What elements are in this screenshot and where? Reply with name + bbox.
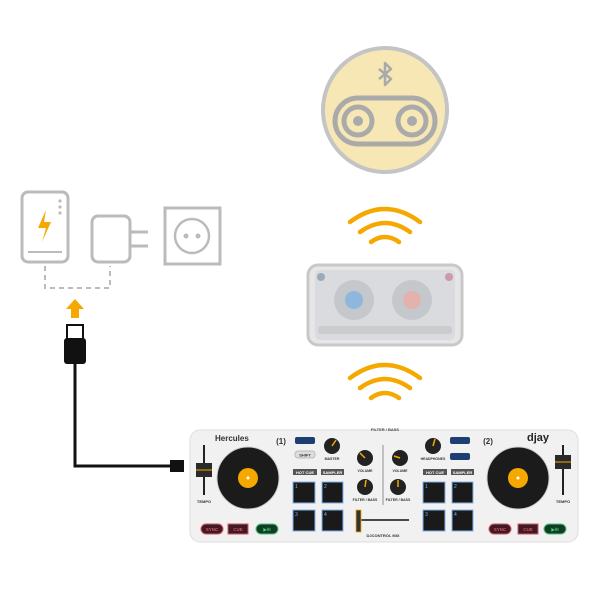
- sync-button-right[interactable]: [488, 523, 512, 535]
- pad-4[interactable]: [321, 509, 344, 532]
- tempo-slider-right[interactable]: [555, 445, 571, 495]
- bluetooth-speaker: [321, 46, 449, 174]
- pad-number: 4: [324, 512, 327, 518]
- volume-knob-left[interactable]: [357, 450, 373, 466]
- pad-number: 2: [454, 484, 457, 490]
- volume-label-right: VOLUME: [393, 469, 409, 473]
- filter-label-left: FILTER / BASS: [353, 498, 378, 502]
- crossfader[interactable]: [355, 509, 409, 533]
- pad-4[interactable]: [451, 509, 474, 532]
- jog-wheel-right[interactable]: [486, 446, 550, 510]
- pad-number: 3: [425, 512, 428, 518]
- sync-label: SYNC: [206, 527, 219, 532]
- hot-cue-label-right: HOT CUE: [426, 470, 444, 475]
- jog-wheel-left[interactable]: [216, 446, 280, 510]
- deck-2-label: (2): [483, 437, 493, 446]
- filter-label-right: FILTER / BASS: [386, 498, 411, 502]
- master-knob[interactable]: [324, 438, 340, 454]
- djay-logo: djay: [527, 432, 550, 444]
- crossfader-label: DJCONTROL MIX: [366, 533, 399, 538]
- cue-label: CUE: [523, 527, 533, 532]
- tempo-label-left: TEMPO: [197, 499, 211, 504]
- hot-cue-button-left[interactable]: [293, 469, 317, 475]
- wireless-signal-icon: [347, 206, 423, 245]
- play-pause-button-left[interactable]: [255, 523, 279, 535]
- hot-cue-label-left: HOT CUE: [296, 470, 314, 475]
- filter-knob-left[interactable]: [357, 479, 373, 495]
- cue-label: CUE: [233, 527, 243, 532]
- pad-1[interactable]: [292, 481, 316, 504]
- pad-number: 1: [295, 484, 298, 490]
- play-pause-label: ▶/II: [550, 527, 558, 532]
- headphones-label: HEADPHONES: [421, 457, 446, 461]
- performance-pads-left: 1 2 3 4: [292, 481, 344, 532]
- performance-pads-right: 1 2 3 4: [422, 481, 474, 532]
- pad-3[interactable]: [422, 509, 446, 532]
- play-pause-label: ▶/II: [262, 527, 270, 532]
- smartphone-djay-app: [306, 263, 464, 347]
- pad-2[interactable]: [321, 481, 344, 504]
- shift-button[interactable]: [294, 450, 316, 459]
- pad-number: 2: [324, 484, 327, 490]
- master-label: MASTER: [325, 457, 340, 461]
- sampler-button-right[interactable]: [451, 469, 474, 475]
- loop-button-right[interactable]: [450, 437, 470, 444]
- loop-button-left[interactable]: [295, 437, 315, 444]
- hot-cue-button-right[interactable]: [423, 469, 447, 475]
- sync-label: SYNC: [494, 527, 507, 532]
- play-pause-button-right[interactable]: [543, 523, 567, 535]
- shift-label: SHIFT: [299, 453, 311, 458]
- pad-1[interactable]: [422, 481, 446, 504]
- sampler-label-left: SAMPLER: [323, 470, 343, 475]
- sync-button-left[interactable]: [200, 523, 224, 535]
- pad-number: 4: [454, 512, 457, 518]
- cue-button-left[interactable]: [227, 523, 249, 535]
- pad-3[interactable]: [292, 509, 316, 532]
- arrow-up-icon: [66, 299, 84, 318]
- vinyl-button[interactable]: [450, 453, 470, 460]
- sampler-button-left[interactable]: [321, 469, 344, 475]
- headphones-knob[interactable]: [425, 438, 441, 454]
- tempo-label-right: TEMPO: [556, 499, 570, 504]
- dashed-bracket: [44, 266, 111, 289]
- hercules-logo: Hercules: [215, 434, 249, 443]
- volume-label-left: VOLUME: [358, 469, 374, 473]
- tempo-slider-left[interactable]: [196, 445, 212, 495]
- cue-button-right[interactable]: [517, 523, 539, 535]
- pad-2[interactable]: [451, 481, 474, 504]
- deck-1-label: (1): [276, 437, 286, 446]
- pad-number: 3: [295, 512, 298, 518]
- bluetooth-icon: [378, 61, 393, 87]
- pad-number: 1: [425, 484, 428, 490]
- volume-knob-right[interactable]: [392, 450, 408, 466]
- power-bank-icon: [20, 190, 70, 264]
- filter-bass-top-label: FILTER / BASS: [371, 427, 399, 432]
- usb-cable: [64, 324, 184, 472]
- wall-socket-icon: [163, 206, 222, 266]
- sampler-label-right: SAMPLER: [453, 470, 473, 475]
- wall-charger-icon: [90, 214, 148, 264]
- dj-controller: Hercules djay FILTER / BASS (1) (2) TEMP…: [189, 427, 579, 543]
- wireless-signal-icon: [347, 362, 423, 401]
- filter-knob-right[interactable]: [390, 479, 406, 495]
